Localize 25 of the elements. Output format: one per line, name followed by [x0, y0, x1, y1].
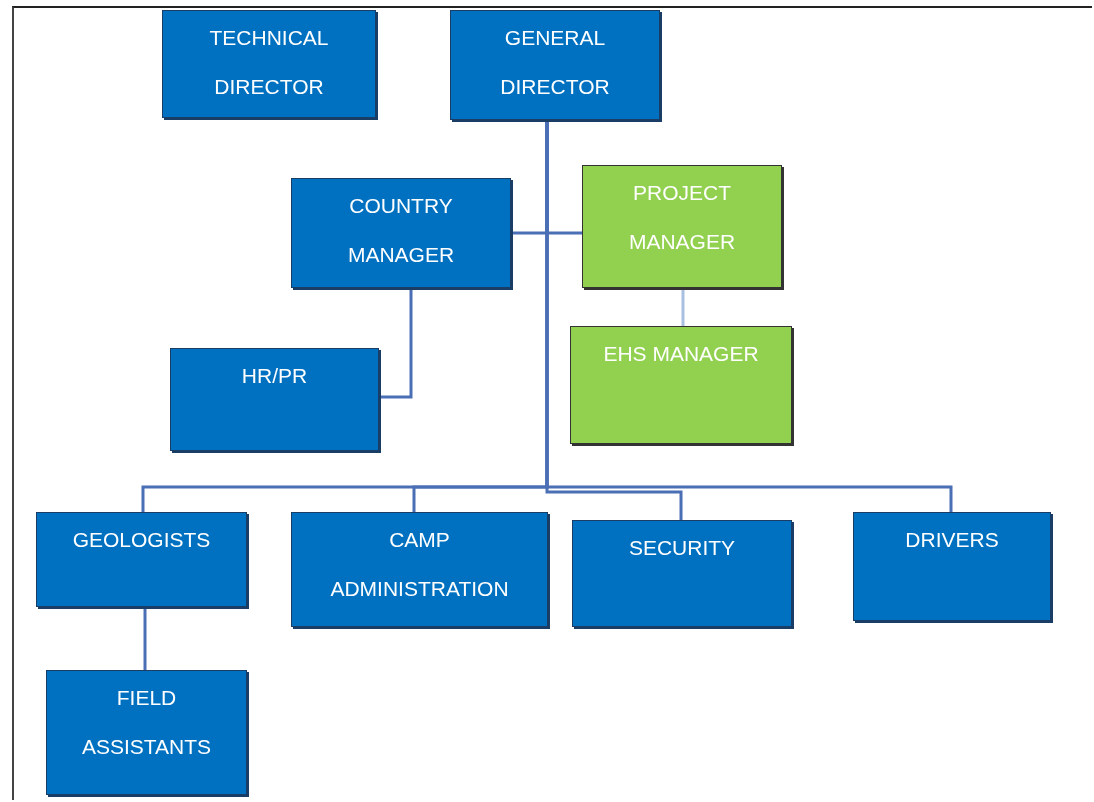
role-box — [570, 326, 792, 444]
role-box — [46, 670, 247, 795]
role-box — [36, 512, 247, 607]
role-title: DRIVERS — [904, 527, 1000, 553]
role-title: PROJECT MANAGER — [627, 180, 737, 255]
role-title: COUNTRY MANAGER — [346, 193, 456, 268]
role-title: EHS MANAGER — [602, 341, 760, 367]
role-box — [170, 348, 379, 451]
connector-line — [143, 607, 147, 670]
role-title: GEOLOGISTS — [71, 527, 212, 553]
role-title: FIELD ASSISTANTS — [80, 685, 213, 760]
role-title: SECURITY — [627, 535, 737, 561]
role-box — [572, 520, 792, 627]
role-title: HR/PR — [240, 363, 309, 389]
role-box — [853, 512, 1051, 621]
role-title: GENERAL DIRECTOR — [499, 25, 611, 100]
role-title: TECHNICAL DIRECTOR — [208, 25, 330, 100]
connector-line — [681, 288, 685, 326]
role-box — [582, 165, 782, 288]
connector-line — [379, 288, 413, 399]
role-title: CAMP ADMINISTRATION — [329, 527, 510, 602]
role-box — [450, 10, 660, 120]
role-box — [162, 10, 376, 118]
role-box — [291, 178, 511, 288]
role-box — [291, 512, 548, 627]
